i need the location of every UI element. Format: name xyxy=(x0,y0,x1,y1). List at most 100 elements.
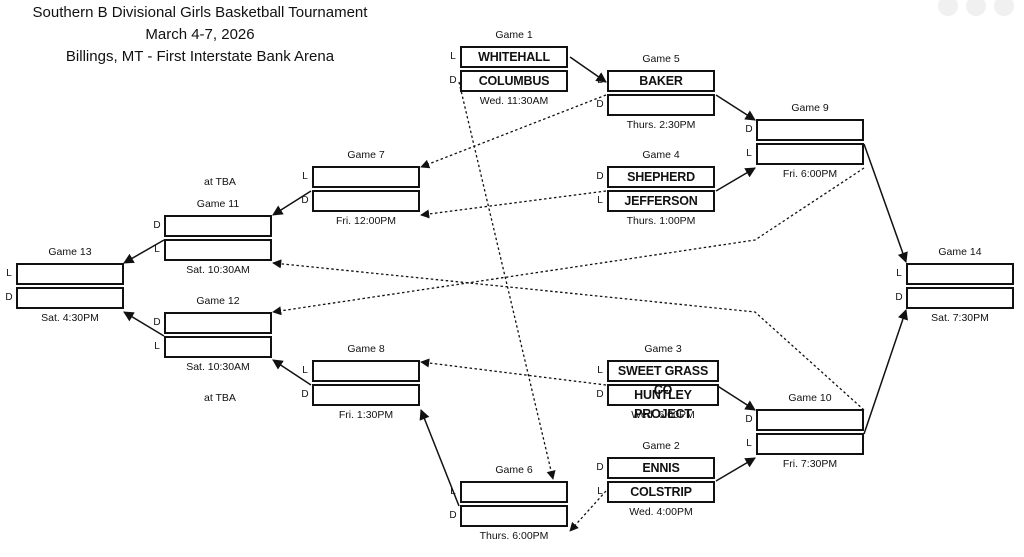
game-5-time: Thurs. 2:30PM xyxy=(626,119,696,131)
game-12-label: Game 12 xyxy=(196,295,240,307)
loser-line-g1-g6 xyxy=(458,81,556,480)
game-8-top-team xyxy=(312,360,420,382)
winner-line-g1-g5 xyxy=(569,56,607,83)
game-10-label: Game 10 xyxy=(788,392,832,404)
game-8-label: Game 8 xyxy=(347,343,385,355)
game-3-bottom-side: D xyxy=(596,389,604,400)
game-13-top-team xyxy=(16,263,124,285)
game-6-bottom-side: D xyxy=(449,510,457,521)
loser-line-g5-g7 xyxy=(420,94,607,169)
game-1-label: Game 1 xyxy=(495,29,533,41)
game-3: Game 3 L D SWEET GRASS CO HUNTLEY PROJEC… xyxy=(596,343,719,421)
game-7-bottom-side: D xyxy=(301,195,309,206)
game-5: Game 5 L D BAKER Thurs. 2:30PM xyxy=(596,53,715,131)
game-3-bottom-team: HUNTLEY PROJECT xyxy=(607,384,719,421)
game-1-bottom-team: COLUMBUS xyxy=(460,70,568,92)
game-11-top-side: D xyxy=(153,220,161,231)
game-12-top-side: D xyxy=(153,317,161,328)
decorative-circle xyxy=(994,0,1014,16)
game-5-top-side: L xyxy=(597,75,603,86)
winner-line-g10-g14 xyxy=(863,309,908,435)
game-7: Game 7 L D Fri. 12:00PM xyxy=(301,149,420,227)
game-6-top-side: L xyxy=(450,486,456,497)
game-8-bottom-team xyxy=(312,384,420,406)
game-6-time: Thurs. 6:00PM xyxy=(479,530,549,542)
game-5-bottom-team xyxy=(607,94,715,116)
game-11-bottom-team xyxy=(164,239,272,261)
game-2-bottom-side: L xyxy=(597,486,603,497)
game-14: Game 14 L D Sat. 7:30PM xyxy=(895,246,1014,324)
game-7-label: Game 7 xyxy=(347,149,385,161)
game-14-time: Sat. 7:30PM xyxy=(931,312,989,324)
game-2-top-team: ENNIS xyxy=(607,457,715,479)
winner-line-g3-g10 xyxy=(715,384,756,411)
game-5-bottom-side: D xyxy=(596,99,604,110)
game-4-time: Thurs. 1:00PM xyxy=(626,215,696,227)
game-7-top-side: L xyxy=(302,171,308,182)
game-11-label: Game 11 xyxy=(196,198,240,210)
game-5-top-team: BAKER xyxy=(607,70,715,92)
loser-line-g4-g7 xyxy=(420,190,607,219)
game-8: Game 8 L D Fri. 1:30PM xyxy=(301,343,420,421)
game-3-top-side: L xyxy=(597,365,603,376)
game-3-top-team: SWEET GRASS CO xyxy=(607,360,719,397)
tournament-header: Southern B Divisional Girls Basketball T… xyxy=(0,2,400,68)
game-4-bottom-team: JEFFERSON xyxy=(607,190,715,212)
game-10-bottom-team xyxy=(756,433,864,455)
game-13-bottom-team xyxy=(16,287,124,309)
loser-line-g3-g8 xyxy=(420,358,607,386)
game-1: Game 1 L D WHITEHALL COLUMBUS Wed. 11:30… xyxy=(449,29,568,107)
game-10-top-side: D xyxy=(745,414,753,425)
winner-line-g8-g12 xyxy=(272,359,312,386)
game-9-time: Fri. 6:00PM xyxy=(782,168,838,180)
tournament-dates: March 4-7, 2026 xyxy=(145,26,255,43)
game-1-top-side: L xyxy=(450,51,456,62)
game-9: Game 9 D L Fri. 6:00PM xyxy=(745,102,864,180)
game-9-bottom-side: L xyxy=(746,148,752,159)
game-13-time: Sat. 4:30PM xyxy=(41,312,99,324)
game-1-top-team: WHITEHALL xyxy=(460,46,568,68)
game-2-bottom-team: COLSTRIP xyxy=(607,481,715,503)
game-5-label: Game 5 xyxy=(642,53,680,65)
game-2-time: Wed. 4:00PM xyxy=(629,506,693,518)
game-4-bottom-side: L xyxy=(597,195,603,206)
game-14-top-side: L xyxy=(896,268,902,279)
game-10: Game 10 D L Fri. 7:30PM xyxy=(745,392,864,470)
game-4-top-side: D xyxy=(596,171,604,182)
tournament-title: Southern B Divisional Girls Basketball T… xyxy=(32,4,368,21)
game-4-label: Game 4 xyxy=(642,149,680,161)
game-6-bottom-team xyxy=(460,505,568,527)
game-6: Game 6 L D Thurs. 6:00PM xyxy=(449,464,568,542)
game-3-time: Wed. 6:00PM xyxy=(631,409,695,421)
game-13: Game 13 L D Sat. 4:30PM xyxy=(5,246,124,324)
winner-line-g5-g9 xyxy=(715,94,756,121)
decorative-circle xyxy=(966,0,986,16)
decorative-circle xyxy=(938,0,958,16)
game-14-top-team xyxy=(906,263,1014,285)
winner-line-g11-g13 xyxy=(123,239,165,264)
game-11-top-team xyxy=(164,215,272,237)
game-1-time: Wed. 11:30AM xyxy=(479,95,549,107)
game-6-top-team xyxy=(460,481,568,503)
game-2: Game 2 D L ENNIS COLSTRIP Wed. 4:00PM xyxy=(596,440,715,518)
game-11-bottom-side: L xyxy=(154,244,160,255)
game-4-top-team: SHEPHERD xyxy=(607,166,715,188)
winner-line-g2-g10 xyxy=(715,457,756,482)
game-8-bottom-side: D xyxy=(301,389,309,400)
game-9-top-side: D xyxy=(745,124,753,135)
game-9-label: Game 9 xyxy=(791,102,829,114)
winner-line-g6-g8 xyxy=(419,409,460,507)
game-13-top-side: L xyxy=(6,268,12,279)
game-14-bottom-side: D xyxy=(895,292,903,303)
game-2-top-side: D xyxy=(596,462,604,473)
winner-line-g9-g14 xyxy=(863,143,908,263)
winner-line-g4-g9 xyxy=(715,167,756,192)
game-7-top-team xyxy=(312,166,420,188)
game-14-bottom-team xyxy=(906,287,1014,309)
loser-line-g2-g6 xyxy=(569,490,607,532)
game-6-label: Game 6 xyxy=(495,464,533,476)
game-14-label: Game 14 xyxy=(938,246,982,258)
game-10-time: Fri. 7:30PM xyxy=(782,458,838,470)
game-7-bottom-team xyxy=(312,190,420,212)
